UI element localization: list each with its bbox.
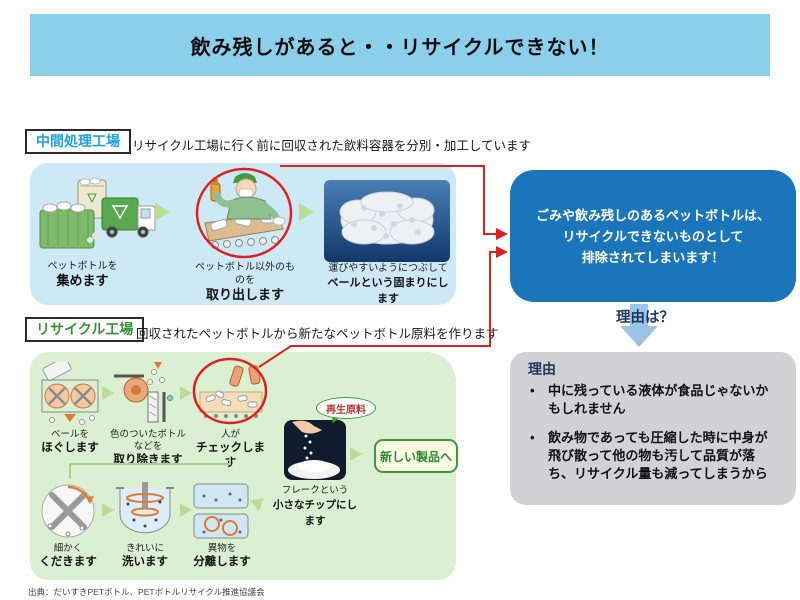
step-bale-caption-line2: ベールという固まりにします [327, 277, 449, 305]
intermediate-plant-label: 中間処理工場 [25, 129, 131, 154]
loosen-bale-machine-illustration [41, 362, 99, 425]
source-citation: 出典：だいすきPETボトル、PETボトルリサイクル推進協議会 [28, 587, 265, 597]
flake-caption: フレークという 小さなチップにします [272, 484, 358, 529]
arrow-right-icon [102, 386, 114, 400]
step-separate-caption: 異物を 分離します [189, 543, 255, 570]
step-separate-caption-line1: 異物を [207, 543, 237, 554]
step-collect-caption-line1: ペットボトルを [47, 261, 118, 272]
arrow-right-icon [350, 447, 362, 461]
reason-bullet-1: 中に残っている液体が食品じゃないかもしれません [524, 382, 780, 418]
step-loosen-caption-line2: ほぐします [41, 442, 99, 454]
new-product-box: 新しい製品へ [374, 439, 458, 473]
arrow-right-icon [102, 503, 114, 517]
step-bale-caption-line1: 運びやすいようにつぶして [328, 263, 448, 274]
header-banner: 飲み残しがあると・・リサイクルできない！ [30, 14, 770, 76]
page-title: 飲み残しがあると・・リサイクルできない！ [190, 36, 610, 59]
separate-tank-illustration [193, 483, 249, 539]
reason-question-label: 理由は？ [616, 310, 674, 326]
step-check-caption-line1: 人が [220, 429, 240, 440]
step-crush-caption-line1: 細かく [53, 543, 83, 554]
crush-machine-illustration [41, 484, 95, 538]
reason-bullet-2: 飲み物であっても圧縮した時に中身が飛び散って他の物も汚して品質が落ち、リサイクル… [524, 429, 780, 483]
arrow-right-icon [155, 203, 170, 221]
step-collect-caption-line2: 集めます [56, 273, 109, 288]
step-sort-caption-line2: 取り出します [205, 287, 284, 302]
recycle-plant-label: リサイクル工場 [25, 317, 145, 342]
step-remove-caption-line2: 取り除きます [113, 454, 183, 466]
bale-photo [324, 180, 450, 262]
reason-title: 理由 [528, 361, 556, 377]
step-loosen-caption: ベールを ほぐします [35, 429, 105, 456]
flake-caption-line2: 小さなチップにします [273, 499, 357, 527]
arrow-right-icon [180, 503, 192, 517]
step-loosen-caption-line1: ベールを [50, 429, 89, 440]
red-arrowhead-icon [496, 228, 508, 240]
human-check-illustration [199, 365, 263, 418]
flake-caption-line1: フレークという [281, 485, 349, 496]
flakes-photo [284, 420, 346, 480]
step-collect-caption: ペットボトルを 集めます [35, 260, 130, 289]
collect-bottles-illustration [39, 177, 156, 249]
step-wash-caption-line2: 洗います [122, 556, 168, 568]
arrow-right-icon [299, 203, 314, 221]
recycled-material-bubble: 再生原料 [316, 397, 376, 419]
recycle-plant-description: 回収されたペットボトルから新たなペットボトル原料を作ります [136, 327, 499, 341]
step-remove-caption: 色のついたボトルなどを 取り除きます [108, 429, 188, 468]
callout-line3: 排除されてしまいます！ [581, 249, 725, 265]
remove-colored-bottles-illustration [114, 362, 173, 423]
wash-tank-illustration [116, 482, 174, 534]
step-sort-caption-line1: ペットボトル以外のものを [195, 262, 295, 286]
step-separate-caption-line2: 分離します [193, 556, 251, 568]
callout-box: ごみや飲み残しのあるペットボトルは、 リサイクルできないものとして 排除されてし… [510, 170, 796, 302]
step-wash-caption: きれいに 洗います [112, 543, 178, 570]
step-check-caption-line2: チェックします [196, 442, 265, 469]
step-check-caption: 人が チェックします [193, 429, 268, 471]
step-bale-caption: 運びやすいようにつぶして ベールという固まりにします [324, 262, 452, 307]
step-remove-caption-line1: 色のついたボトルなどを [109, 429, 186, 452]
step-wash-caption-line1: きれいに [125, 543, 164, 554]
arrow-down-icon [620, 304, 658, 347]
step-crush-caption: 細かく くだきます [35, 543, 101, 570]
sorting-worker-illustration [204, 173, 286, 249]
step-sort-caption: ペットボトル以外のものを 取り出します [193, 261, 297, 303]
callout-line2: リサイクルできないものとして [562, 228, 744, 244]
red-arrowhead-icon [496, 246, 508, 258]
arrow-right-icon [180, 386, 192, 400]
step-crush-caption-line2: くだきます [39, 556, 97, 568]
callout-line1: ごみや飲み残しのあるペットボトルは、 [535, 207, 770, 223]
intermediate-plant-description: リサイクル工場に行く前に回収された飲料容器を分別・加工しています [132, 139, 532, 153]
reason-bullet-list: 中に残っている液体が食品じゃないかもしれません 飲み物であっても圧縮した時に中身… [524, 382, 780, 494]
